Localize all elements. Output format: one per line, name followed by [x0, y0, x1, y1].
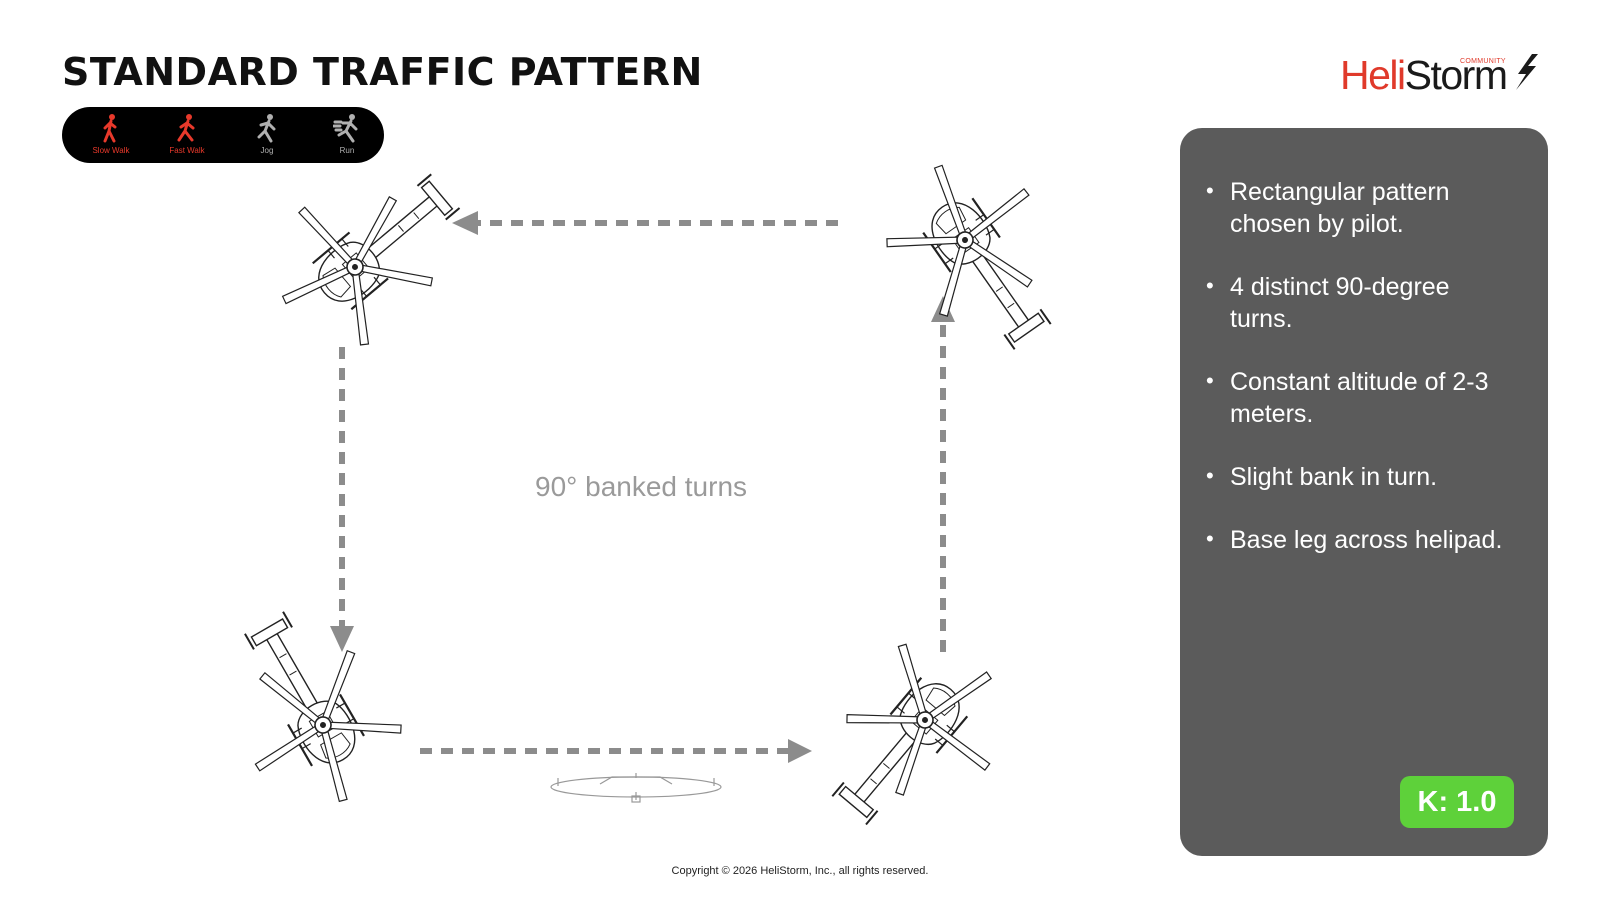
speed-jog: Jog	[232, 113, 302, 155]
bottom-leg-arrowhead	[788, 739, 812, 763]
bullet-item: 4 distinct 90-degree turns.	[1206, 270, 1518, 335]
helicopter-bottom-left	[195, 587, 421, 832]
bullet-item: Constant altitude of 2-3 meters.	[1206, 365, 1518, 430]
copyright-notice: Copyright © 2026 HeliStorm, Inc., all ri…	[671, 865, 929, 877]
speed-label: Run	[339, 146, 355, 155]
speed-fast-walk: Fast Walk	[152, 113, 222, 155]
logo-community-tag: COMMUNITY	[1460, 58, 1506, 65]
speed-label: Fast Walk	[169, 146, 205, 155]
speed-run: Run	[312, 113, 382, 155]
helicopter-top-right	[864, 131, 1098, 377]
running-person-icon	[333, 114, 358, 143]
page-title: Standard Traffic Pattern	[62, 50, 703, 94]
top-leg-arrowhead	[452, 211, 478, 235]
helistorm-logo: HeliStorm COMMUNITY	[1340, 52, 1540, 102]
jogging-person-icon	[257, 114, 276, 143]
traffic-pattern-diagram	[195, 130, 1098, 860]
helicopter-top-left	[245, 130, 490, 369]
k-factor-badge: K: 1.0	[1400, 776, 1514, 828]
walking-person-icon	[103, 114, 117, 143]
movement-speed-legend: Slow Walk Fast Walk Jog Run	[62, 107, 384, 163]
fast-walking-person-icon	[177, 114, 195, 142]
info-panel: Rectangular pattern chosen by pilot. 4 d…	[1180, 128, 1548, 856]
helicopter-bottom-right	[796, 616, 1036, 860]
speed-label: Jog	[260, 146, 274, 155]
lightning-bolt-icon	[1516, 54, 1538, 90]
bullet-item: Base leg across helipad.	[1206, 523, 1518, 556]
bullet-item: Rectangular pattern chosen by pilot.	[1206, 175, 1518, 240]
banked-turns-label: 90° banked turns	[535, 471, 748, 502]
speed-slow-walk: Slow Walk	[76, 113, 146, 155]
helipad-icon	[550, 773, 722, 803]
bullet-item: Slight bank in turn.	[1206, 460, 1518, 493]
bullet-list: Rectangular pattern chosen by pilot. 4 d…	[1180, 128, 1548, 556]
speed-label: Slow Walk	[92, 146, 130, 155]
left-leg-arrowhead	[330, 626, 354, 652]
